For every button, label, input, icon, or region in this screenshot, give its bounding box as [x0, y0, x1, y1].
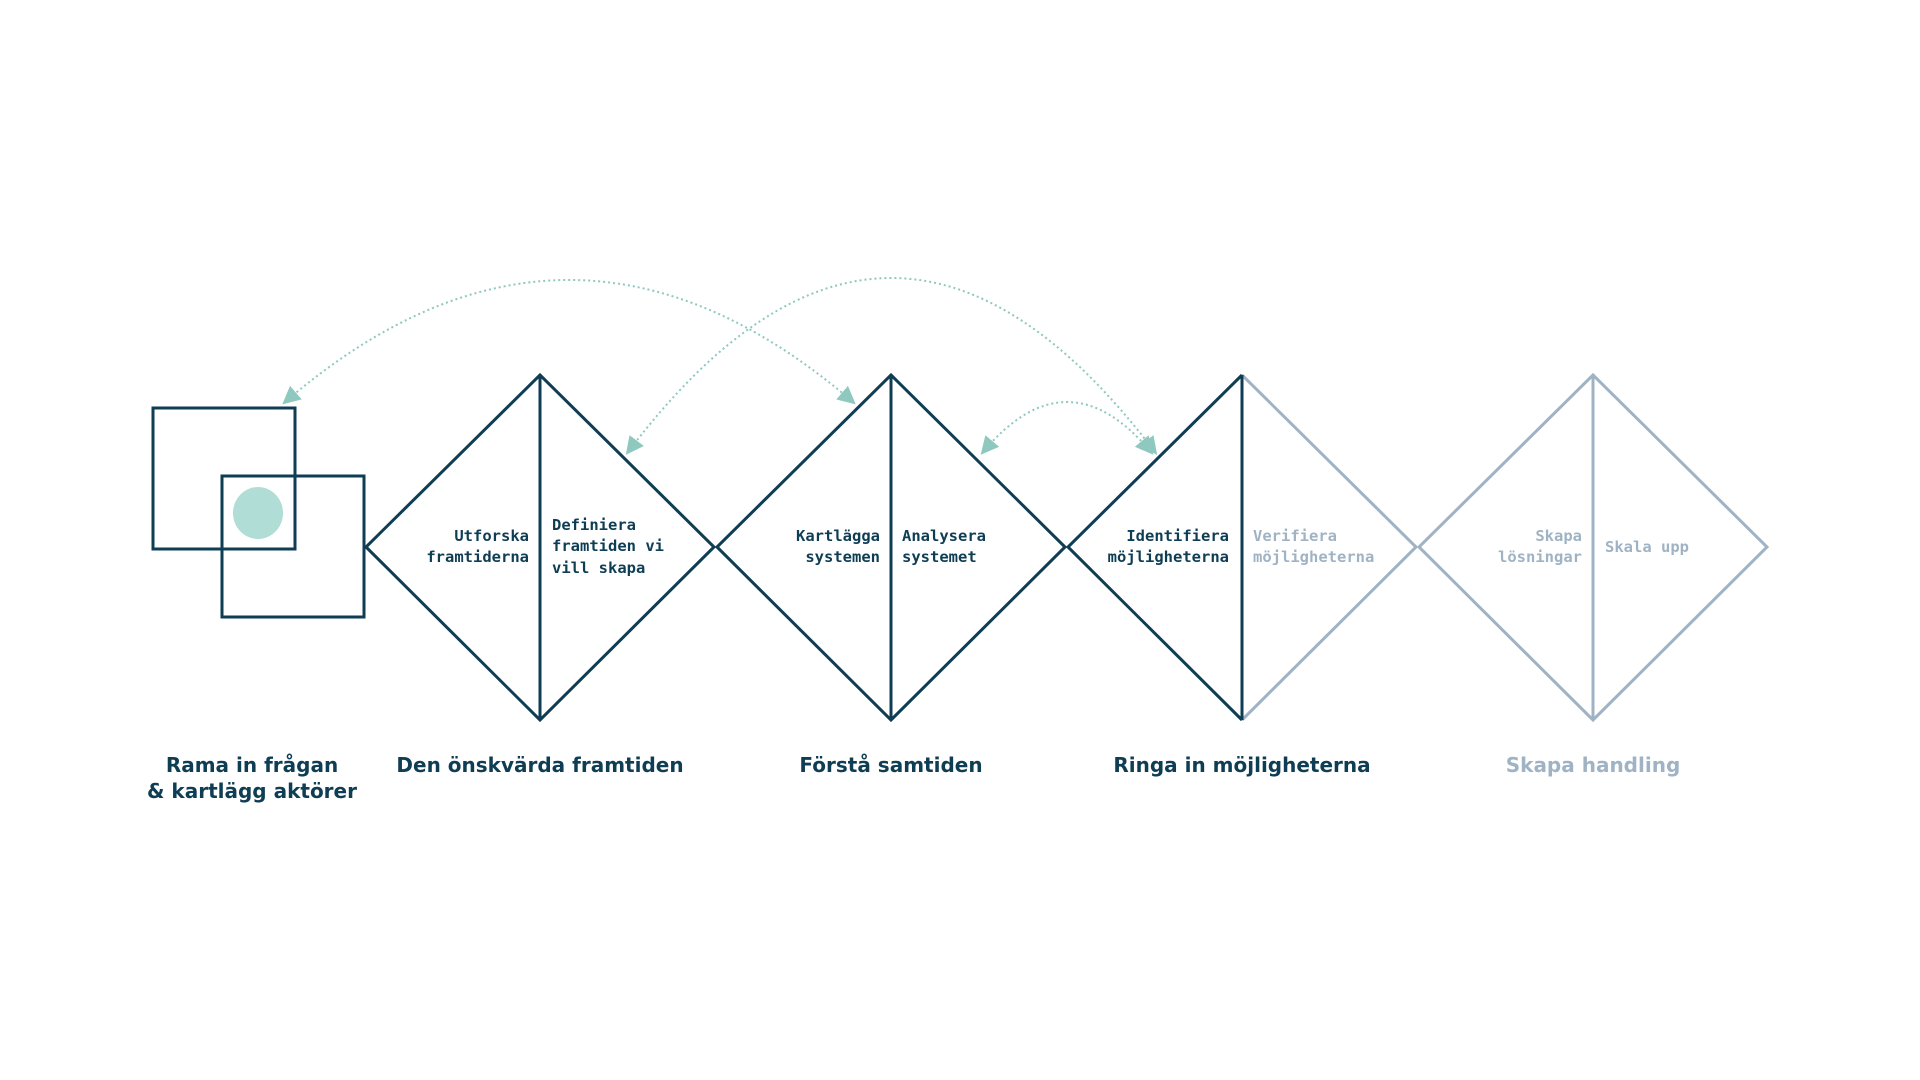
diamond-desired-future [363, 372, 717, 723]
feedback-arrow-future-to-opportunities [625, 277, 1158, 455]
stage-title-present: Förstå samtiden [799, 753, 982, 777]
actor-circle [233, 487, 283, 539]
stage-title-action: Skapa handling [1506, 753, 1681, 777]
framing-squares-icon [151, 406, 366, 619]
diamond-action [1416, 372, 1770, 723]
diamond-opportunities [1065, 373, 1419, 722]
stage-title-framing: Rama in frågan& kartlägg aktörer [147, 753, 357, 803]
stage-title-desired-future: Den önskvärda framtiden [396, 753, 683, 777]
stage-title-opportunities: Ringa in möjligheterna [1113, 753, 1370, 777]
feedback-arrow-present-to-opportunities [980, 401, 1154, 455]
diamond-present [714, 372, 1068, 723]
step-scale-up: Skala upp [1605, 538, 1689, 556]
feedback-arrow-framing-to-present [282, 279, 856, 405]
